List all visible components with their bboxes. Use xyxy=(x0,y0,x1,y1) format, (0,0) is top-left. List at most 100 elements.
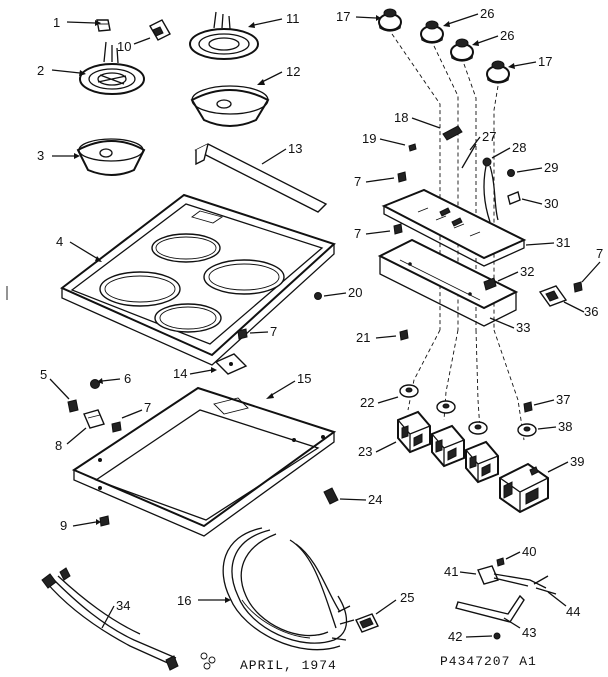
part-large-switch xyxy=(499,462,549,514)
leader-34 xyxy=(101,605,115,629)
callout-16: 16 xyxy=(177,593,191,608)
part-nut-38 xyxy=(517,423,537,437)
callout-3: 3 xyxy=(37,148,44,163)
footer-date: APRIL, 1974 xyxy=(240,658,337,673)
align-line-8 xyxy=(493,329,525,441)
part-burner-box xyxy=(71,386,337,537)
part-screw-20 xyxy=(314,292,322,300)
part-trim-strip xyxy=(194,143,328,213)
leader-9 xyxy=(72,521,97,527)
part-terminal-clip xyxy=(149,19,171,41)
leader-1 xyxy=(66,21,96,24)
leader-36 xyxy=(563,301,585,313)
part-screw-5 xyxy=(67,399,79,413)
part-knob-26-right xyxy=(450,38,474,62)
leader-10 xyxy=(133,37,151,45)
part-control-panel xyxy=(381,188,527,267)
leader-7-right xyxy=(581,261,601,283)
part-screw-7-left xyxy=(111,421,122,433)
leader-40 xyxy=(505,551,521,560)
part-large-drip-pan xyxy=(190,85,270,127)
part-clip-24 xyxy=(323,487,339,505)
leader-24 xyxy=(339,498,367,501)
callout-44: 44 xyxy=(566,604,580,619)
part-terminal-block xyxy=(96,19,111,32)
callout-7-right: 7 xyxy=(596,246,603,261)
part-screw-40 xyxy=(496,557,505,567)
callout-15: 15 xyxy=(297,371,311,386)
callout-40: 40 xyxy=(522,544,536,559)
callout-7-panel-lower: 7 xyxy=(354,226,361,241)
callout-36: 36 xyxy=(584,304,598,319)
leader-27 xyxy=(469,136,481,151)
callout-41: 41 xyxy=(444,564,458,579)
callout-27: 27 xyxy=(482,129,496,144)
leader-12 xyxy=(261,71,283,83)
leader-2 xyxy=(51,69,81,74)
part-clip-30 xyxy=(507,191,521,205)
part-switch-nut-3 xyxy=(468,421,488,435)
part-large-element-coil xyxy=(189,11,259,60)
leader-13 xyxy=(261,148,287,165)
part-knob-17-right xyxy=(486,60,510,84)
callout-30: 30 xyxy=(544,196,558,211)
align-line-4 xyxy=(493,85,499,330)
part-screw-21 xyxy=(399,329,409,341)
part-knob-17-left xyxy=(378,8,402,32)
leader-17-right xyxy=(513,61,537,67)
leader-4 xyxy=(69,241,99,260)
callout-42: 42 xyxy=(448,629,462,644)
part-screw-37 xyxy=(523,401,533,413)
callout-17-right: 17 xyxy=(538,54,552,69)
part-pigtail-wires xyxy=(41,567,179,671)
callout-18: 18 xyxy=(394,110,408,125)
part-screw-7-panel-lower xyxy=(393,223,403,235)
callout-17-left: 17 xyxy=(336,9,350,24)
part-small-drip-pan xyxy=(76,138,146,176)
part-switch-nut-2 xyxy=(436,400,456,414)
leader-8 xyxy=(66,427,87,445)
part-rod-27 xyxy=(461,143,477,169)
leader-14 xyxy=(189,369,213,375)
part-screw-9 xyxy=(99,515,110,527)
part-small-element-coil xyxy=(79,41,145,95)
part-lamp-socket-41 xyxy=(477,565,547,589)
part-pin-19 xyxy=(408,143,417,152)
callout-9: 9 xyxy=(60,518,67,533)
callout-2: 2 xyxy=(37,63,44,78)
leader-31 xyxy=(525,242,555,246)
footer-code: P4347207 A1 xyxy=(440,654,537,669)
part-cooktop xyxy=(60,193,336,366)
leader-25 xyxy=(375,599,397,615)
leader-21 xyxy=(375,335,397,339)
leader-7-center xyxy=(249,331,269,334)
leader-7-panel-upper xyxy=(365,177,395,183)
leader-37 xyxy=(533,399,555,406)
part-backing-bracket xyxy=(377,238,519,327)
leader-11 xyxy=(253,18,283,26)
leader-6 xyxy=(101,378,121,382)
callout-5: 5 xyxy=(40,367,47,382)
callout-26-left: 26 xyxy=(480,6,494,21)
callout-34: 34 xyxy=(116,598,130,613)
leader-43 xyxy=(503,617,521,629)
leader-17-left xyxy=(355,16,377,19)
part-indicator-lamp xyxy=(482,157,499,223)
callout-7-left: 7 xyxy=(144,400,151,415)
part-wire-44 xyxy=(533,575,557,595)
callout-1: 1 xyxy=(53,15,60,30)
leader-7-left xyxy=(121,409,143,419)
leader-39 xyxy=(547,461,569,473)
leader-28 xyxy=(491,147,511,159)
callout-43: 43 xyxy=(522,625,536,640)
part-switch-3 xyxy=(465,440,499,484)
part-bracket-14 xyxy=(214,353,248,375)
part-switch-1 xyxy=(397,410,431,454)
callout-7-center: 7 xyxy=(270,324,277,339)
callout-22: 22 xyxy=(360,395,374,410)
leader-20 xyxy=(323,292,347,297)
callout-23: 23 xyxy=(358,444,372,459)
leader-15 xyxy=(269,380,296,397)
align-line-6 xyxy=(443,329,459,421)
